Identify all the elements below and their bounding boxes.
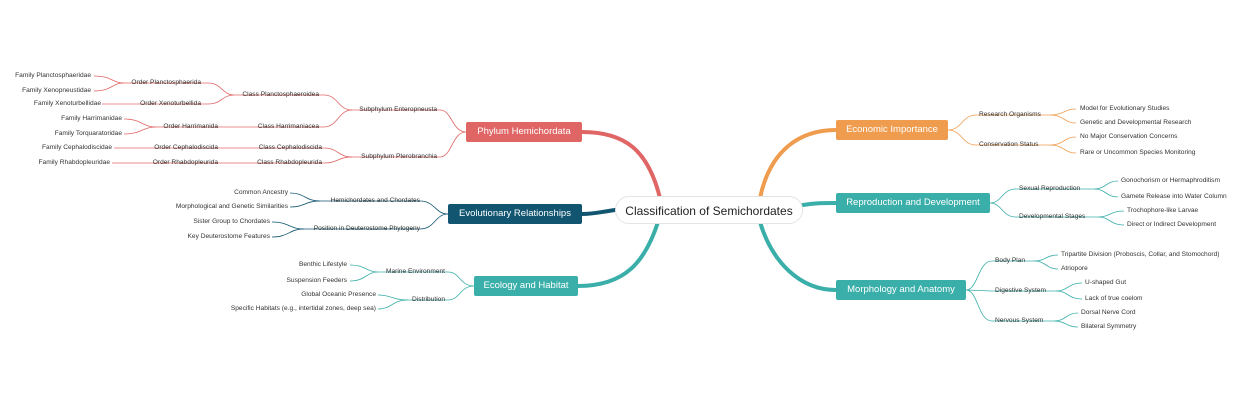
position-deuterostome[interactable]: Position in Deuterostome Phylogeny xyxy=(313,225,420,232)
digestive-system[interactable]: Digestive System xyxy=(995,287,1046,294)
gonochorism-hermaphroditism[interactable]: Gonochorism or Hermaphroditism xyxy=(1121,177,1220,184)
connector-morphology xyxy=(758,220,838,292)
connector-phylum xyxy=(580,130,662,200)
genetic-developmental-research[interactable]: Genetic and Developmental Research xyxy=(1080,119,1192,126)
developmental-stages[interactable]: Developmental Stages xyxy=(1019,213,1086,220)
research-organisms[interactable]: Research Organisms xyxy=(979,111,1041,118)
morph-genetic-similarities[interactable]: Morphological and Genetic Similarities xyxy=(175,203,288,210)
order-cephalodiscida[interactable]: Order Cephalodiscida xyxy=(154,144,218,151)
benthic-lifestyle[interactable]: Benthic Lifestyle xyxy=(298,261,347,268)
node-reproduction-development[interactable]: Reproduction and Development xyxy=(836,193,990,213)
subphylum-pterobranchia[interactable]: Subphylum Pterobranchia xyxy=(361,153,437,160)
class-harrimaniacea[interactable]: Class Harrimaniacea xyxy=(257,123,319,130)
suspension-feeders[interactable]: Suspension Feeders xyxy=(286,277,347,284)
body-plan[interactable]: Body Plan xyxy=(995,257,1026,264)
model-evolutionary-studies[interactable]: Model for Evolutionary Studies xyxy=(1080,105,1170,112)
conservation-status[interactable]: Conservation Status xyxy=(979,141,1039,148)
family-planctosphaeridae[interactable]: Family Planctosphaeridae xyxy=(15,72,91,79)
family-xenoturbellidae[interactable]: Family Xenoturbellidae xyxy=(33,100,101,107)
connector-economic xyxy=(758,128,838,200)
specific-habitats[interactable]: Specific Habitats (e.g., intertidal zone… xyxy=(230,305,376,312)
common-ancestry[interactable]: Common Ancestry xyxy=(234,189,288,196)
marine-environment[interactable]: Marine Environment xyxy=(385,268,445,275)
class-cephalodiscida[interactable]: Class Cephalodiscida xyxy=(258,144,322,151)
distribution[interactable]: Distribution xyxy=(412,296,445,303)
hemichordates-and-chordates[interactable]: Hemichordates and Chordates xyxy=(330,197,420,204)
family-xenopneustidae[interactable]: Family Xenopneustidae xyxy=(22,87,91,94)
family-torquaratoridae[interactable]: Family Torquaratoridae xyxy=(54,130,122,137)
family-cephalodiscidae[interactable]: Family Cephalodiscidae xyxy=(41,144,112,151)
connector-evolution xyxy=(580,208,617,216)
nervous-system[interactable]: Nervous System xyxy=(995,317,1044,324)
class-rhabdopleurida[interactable]: Class Rhabdopleurida xyxy=(257,159,322,166)
order-rhabdopleurida[interactable]: Order Rhabdopleurida xyxy=(152,159,218,166)
bilateral-symmetry[interactable]: Bilateral Symmetry xyxy=(1081,323,1137,330)
order-harrimanida[interactable]: Order Harrimanida xyxy=(163,123,218,130)
direct-indirect-development[interactable]: Direct or Indirect Development xyxy=(1127,221,1217,228)
rare-species-monitoring[interactable]: Rare or Uncommon Species Monitoring xyxy=(1080,149,1196,156)
subphylum-enteropneusta[interactable]: Subphylum Enteropneusta xyxy=(359,106,437,113)
family-harrimanidae[interactable]: Family Harrimanidae xyxy=(61,115,122,122)
gamete-release[interactable]: Gamete Release into Water Column xyxy=(1121,193,1227,200)
family-rhabdopleuridae[interactable]: Family Rhabdopleuridae xyxy=(38,159,110,166)
order-xenoturbellida[interactable]: Order Xenoturbellida xyxy=(140,100,201,107)
connector-reproduction xyxy=(801,201,838,207)
global-oceanic-presence[interactable]: Global Oceanic Presence xyxy=(301,291,376,298)
sexual-reproduction[interactable]: Sexual Reproduction xyxy=(1019,185,1081,192)
key-deuterostome-features[interactable]: Key Deuterostome Features xyxy=(187,233,270,240)
dorsal-nerve-cord[interactable]: Dorsal Nerve Cord xyxy=(1081,309,1136,316)
node-evolutionary-relationships[interactable]: Evolutionary Relationships xyxy=(448,204,582,224)
atriopore[interactable]: Atriopore xyxy=(1061,265,1088,272)
connector-ecology xyxy=(576,220,660,288)
node-ecology-habitat[interactable]: Ecology and Habitat xyxy=(474,276,578,296)
sister-group-chordates[interactable]: Sister Group to Chordates xyxy=(193,218,270,225)
order-planctosphaerida[interactable]: Order Planctosphaerida xyxy=(131,79,201,86)
node-phylum-hemichordata[interactable]: Phylum Hemichordata xyxy=(466,122,582,142)
trochophore-larvae[interactable]: Trochophore-like Larvae xyxy=(1127,207,1199,214)
tripartite-division[interactable]: Tripartite Division (Proboscis, Collar, … xyxy=(1061,251,1220,258)
node-economic-importance[interactable]: Economic Importance xyxy=(836,120,948,140)
class-planctosphaeroidea[interactable]: Class Planctosphaeroidea xyxy=(242,91,319,98)
root-node[interactable]: Classification of Semichordates xyxy=(615,196,803,224)
no-major-conservation[interactable]: No Major Conservation Concerns xyxy=(1080,133,1178,140)
node-morphology-anatomy[interactable]: Morphology and Anatomy xyxy=(836,280,966,300)
lack-true-coelom[interactable]: Lack of true coelom xyxy=(1085,295,1143,302)
u-shaped-gut[interactable]: U-shaped Gut xyxy=(1085,279,1127,286)
